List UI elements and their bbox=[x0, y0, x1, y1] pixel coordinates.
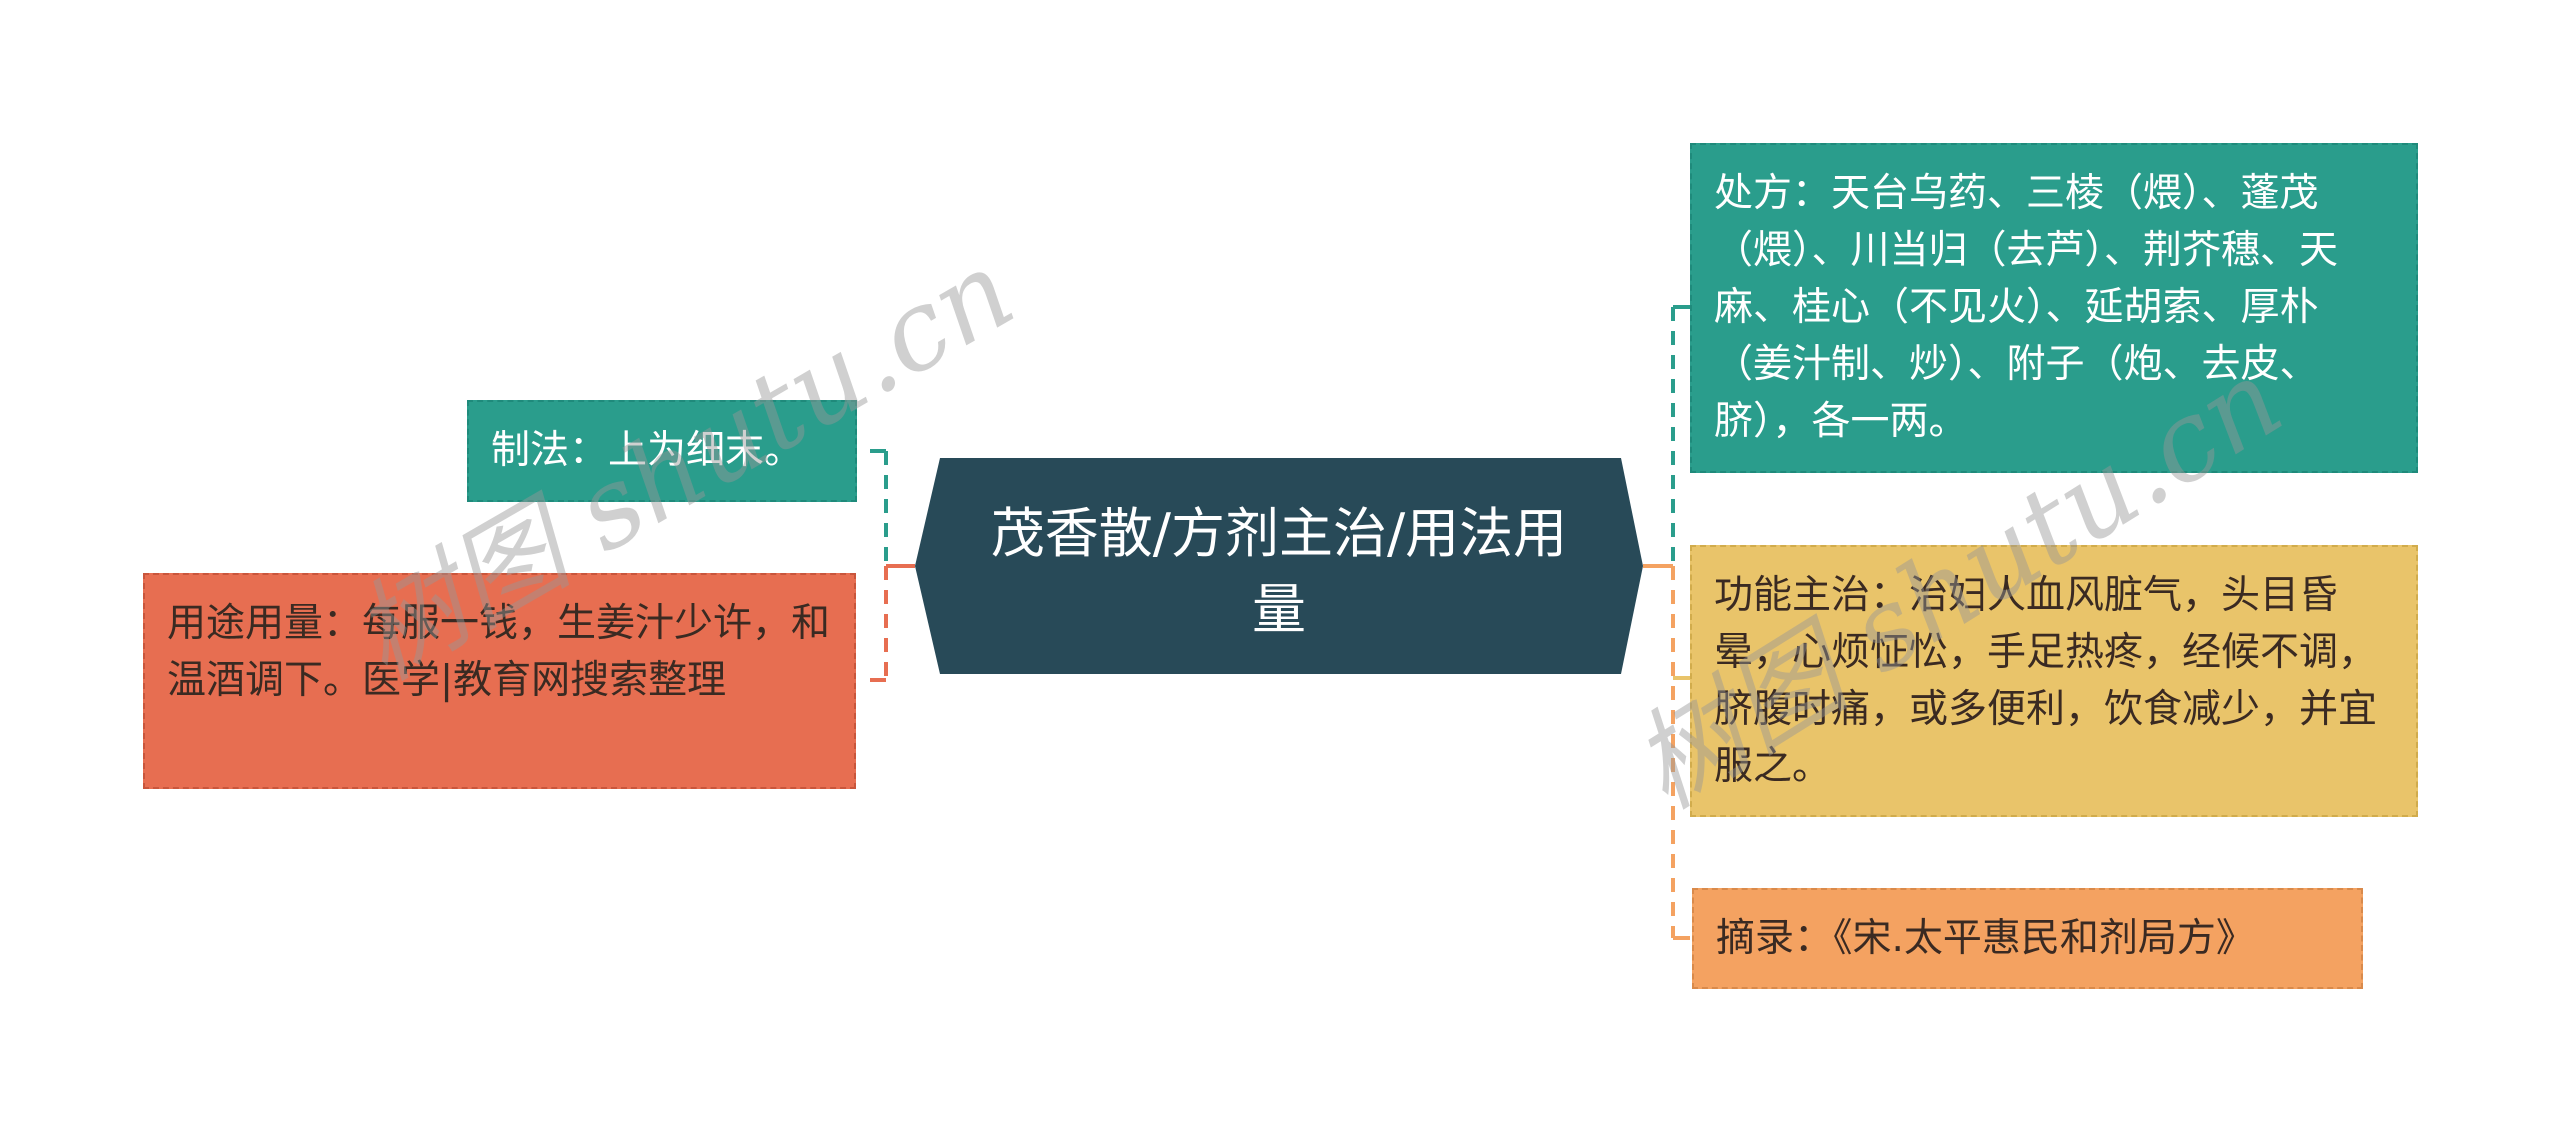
root-node-shape bbox=[915, 458, 1643, 674]
root-title: 茂香散/方剂主治/用法用量 bbox=[990, 502, 1568, 641]
branch-indications[interactable]: 功能主治：治妇人血风脏气，头目昏晕，心烦怔忪，手足热疼，经候不调，脐腹时痛，或多… bbox=[1690, 545, 2418, 817]
branch-label: 处方：天台乌药、三棱（煨）、蓬茂（煨）、川当归（去芦）、荆芥穗、天麻、桂心（不见… bbox=[1714, 171, 2339, 444]
root-node[interactable]: 茂香散/方剂主治/用法用量 bbox=[915, 458, 1643, 674]
branch-source[interactable]: 摘录：《宋.太平惠民和剂局方》 bbox=[1692, 888, 2363, 989]
branch-label: 功能主治：治妇人血风脏气，头目昏晕，心烦怔忪，手足热疼，经候不调，脐腹时痛，或多… bbox=[1714, 573, 2378, 789]
branch-label: 摘录：《宋.太平惠民和剂局方》 bbox=[1716, 916, 2255, 961]
branch-prescription[interactable]: 处方：天台乌药、三棱（煨）、蓬茂（煨）、川当归（去芦）、荆芥穗、天麻、桂心（不见… bbox=[1690, 143, 2418, 473]
branch-usage-dosage[interactable]: 用途用量：每服一钱，生姜汁少许，和温酒调下。医学|教育网搜索整理 bbox=[143, 573, 856, 789]
branch-label: 制法：上为细末。 bbox=[491, 428, 804, 473]
branch-preparation-method[interactable]: 制法：上为细末。 bbox=[467, 400, 857, 502]
branch-label: 用途用量：每服一钱，生姜汁少许，和温酒调下。医学|教育网搜索整理 bbox=[167, 601, 831, 703]
